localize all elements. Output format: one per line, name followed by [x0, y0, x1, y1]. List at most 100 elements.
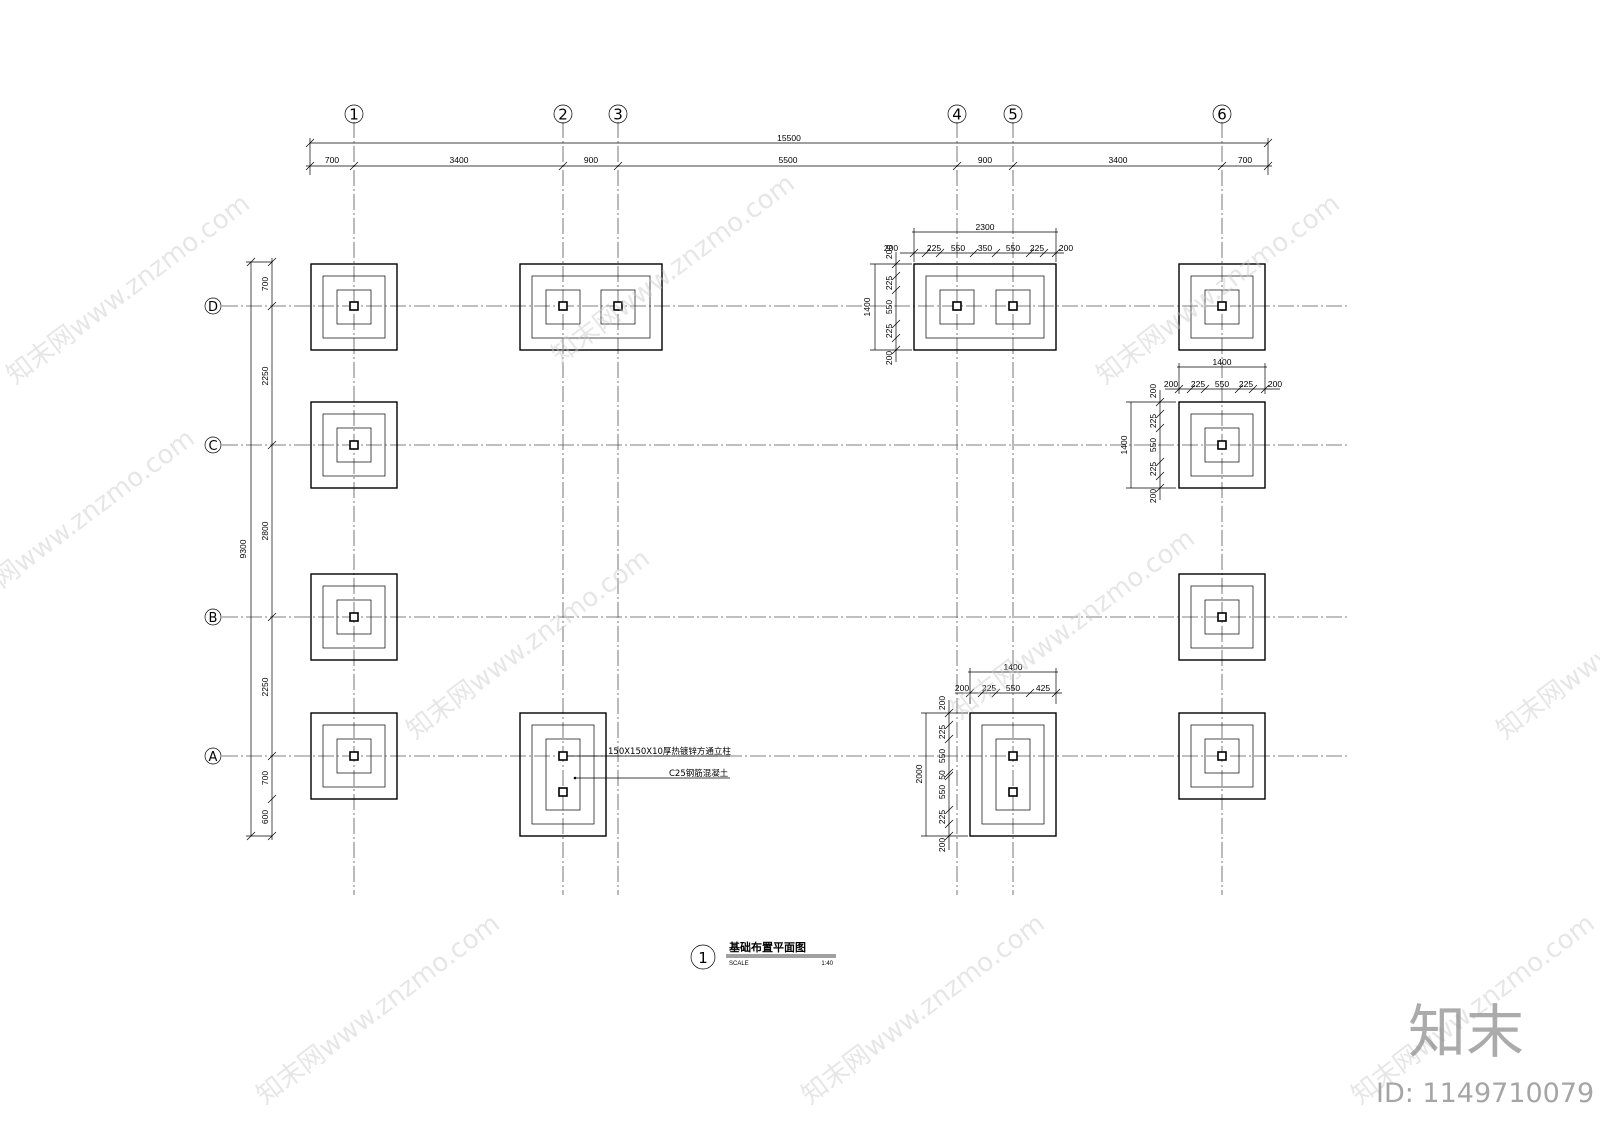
footing-6-A — [1178, 712, 1266, 800]
column-axis-bubbles: 1 2 3 4 5 6 — [344, 104, 1232, 124]
steel-column — [349, 751, 359, 761]
axis-label-2: 2 — [558, 106, 568, 124]
a5-width-total: 1400 — [1004, 662, 1023, 672]
dim-row-seg-6: 600 — [260, 810, 270, 824]
footing-6-C — [1178, 401, 1266, 489]
footing-6-B — [1178, 573, 1266, 661]
steel-column — [349, 612, 359, 622]
steel-column — [558, 301, 568, 311]
footings-double-vertical — [519, 712, 1057, 837]
axis-label-1: 1 — [349, 106, 359, 124]
vertical-axis-lines — [353, 122, 1223, 895]
d45-width-part-2: 225 — [927, 243, 941, 253]
axis-label-D: D — [208, 300, 218, 315]
footing-1-D — [310, 263, 398, 351]
drawing-title: 基础布置平面图 — [728, 940, 806, 954]
c6-width-part-5: 200 — [1268, 379, 1282, 389]
steel-column — [349, 301, 359, 311]
detail-dims-5-A: 1400 200 225 550 425 2000 200 225 550 50… — [914, 662, 1062, 852]
a5-height-part-4: 50 — [937, 770, 947, 780]
footing-45-D — [913, 263, 1057, 351]
steel-column — [558, 751, 568, 761]
d45-width-part-7: 200 — [1059, 243, 1073, 253]
steel-column — [1217, 440, 1227, 450]
dim-overall-height: 9300 — [238, 539, 248, 558]
scale-value: 1:40 — [821, 961, 833, 967]
axis-label-A: A — [209, 750, 218, 765]
brand-logo-text: 知末 — [1408, 998, 1524, 1066]
d45-height-part-2: 225 — [884, 276, 894, 290]
d45-width-part-5: 550 — [1006, 243, 1020, 253]
c6-height-part-1: 200 — [1148, 384, 1158, 398]
footing-6-D — [1178, 263, 1266, 351]
dim-overall-width: 15500 — [777, 133, 801, 143]
footing-5-A — [969, 712, 1057, 837]
axis-label-4: 4 — [952, 106, 962, 124]
a5-height-total: 2000 — [914, 764, 924, 783]
steel-column — [1217, 751, 1227, 761]
steel-column — [1008, 751, 1018, 761]
a5-height-part-5: 550 — [937, 785, 947, 799]
footing-1-C — [310, 401, 398, 489]
dim-row-seg-4: 2250 — [260, 677, 270, 696]
c6-width-part-1: 200 — [1164, 379, 1178, 389]
footings-double-horizontal — [519, 263, 1057, 351]
d45-width-part-4: 350 — [978, 243, 992, 253]
dim-col-seg-5: 900 — [978, 155, 992, 165]
d45-width-part-1: 200 — [884, 243, 898, 253]
dim-col-seg-3: 900 — [584, 155, 598, 165]
a5-width-part-3: 550 — [1006, 683, 1020, 693]
axis-bubble-4: 4 — [947, 104, 967, 124]
steel-column — [1217, 612, 1227, 622]
detail-dims-45-D: 2300 200 225 550 350 550 225 200 1400 20… — [862, 222, 1073, 365]
dim-row-seg-1: 700 — [260, 277, 270, 291]
watermark-text: 知末网www.znzmo.com — [1491, 543, 1600, 745]
axis-bubble-B: B — [204, 608, 222, 626]
c6-height-part-3: 550 — [1148, 438, 1158, 452]
watermark-text: 知末网www.znzmo.com — [401, 543, 655, 745]
footings-square — [310, 263, 1266, 800]
steel-column — [1008, 301, 1018, 311]
axis-bubble-2: 2 — [553, 104, 573, 124]
watermark-text: 知末网www.znzmo.com — [546, 168, 800, 370]
c6-width-part-2: 225 — [1191, 379, 1205, 389]
axis-label-6: 6 — [1217, 106, 1227, 124]
steel-column — [349, 440, 359, 450]
footing-1-A — [310, 712, 398, 800]
axis-bubble-D: D — [204, 297, 222, 315]
c6-height-part-2: 225 — [1148, 414, 1158, 428]
axis-bubble-C: C — [204, 436, 222, 454]
dim-col-seg-2: 3400 — [450, 155, 469, 165]
note-concrete: C25钢筋混凝土 — [669, 768, 729, 779]
dim-row-seg-3: 2800 — [260, 521, 270, 540]
dim-col-seg-6: 3400 — [1109, 155, 1128, 165]
axis-label-3: 3 — [613, 106, 623, 124]
axis-label-C: C — [208, 439, 217, 454]
d45-height-part-5: 200 — [884, 351, 894, 365]
steel-column — [952, 301, 962, 311]
footing-2-A — [519, 712, 607, 837]
a5-width-part-1: 200 — [955, 683, 969, 693]
dim-col-seg-7: 700 — [1238, 155, 1252, 165]
drawing-title-block: 1 基础布置平面图 SCALE 1:40 — [690, 940, 836, 970]
horizontal-axis-lines — [222, 305, 1350, 757]
d45-width-total: 2300 — [976, 222, 995, 232]
leader-notes: 150X150X10厚热镀锌方通立柱 C25钢筋混凝土 — [567, 746, 731, 780]
axis-bubble-3: 3 — [608, 104, 628, 124]
c6-width-part-4: 225 — [1239, 379, 1253, 389]
steel-column — [1008, 787, 1018, 797]
a5-height-part-3: 550 — [937, 749, 947, 763]
a5-width-part-2: 225 — [982, 683, 996, 693]
a5-height-part-7: 200 — [937, 838, 947, 852]
a5-height-part-1: 200 — [937, 696, 947, 710]
brand-mark: 知末 ID: 1149710079 — [1376, 998, 1594, 1109]
dim-row-seg-5: 700 — [260, 771, 270, 785]
watermark-text: 知末网www.znzmo.com — [0, 423, 201, 625]
steel-column — [558, 787, 568, 797]
c6-height-part-5: 200 — [1148, 489, 1158, 503]
axis-label-5: 5 — [1008, 106, 1018, 124]
d45-height-total: 1400 — [862, 297, 872, 316]
axis-bubble-5: 5 — [1003, 104, 1023, 124]
a5-width-part-4: 425 — [1036, 683, 1050, 693]
